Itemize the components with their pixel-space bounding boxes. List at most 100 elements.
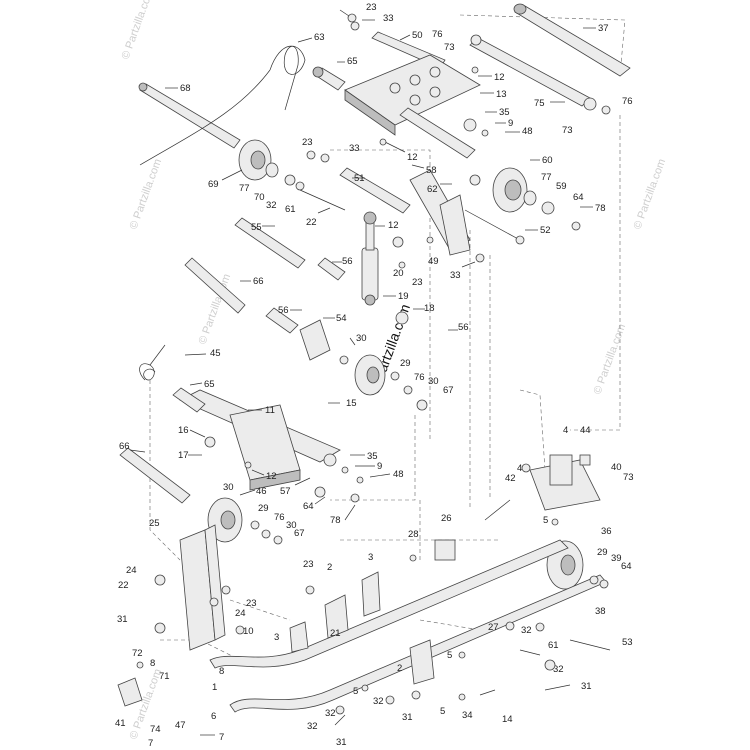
callout: 31 <box>402 712 413 723</box>
callout: 5 <box>353 686 358 697</box>
callout: 16 <box>178 425 189 436</box>
callout: 12 <box>388 220 399 231</box>
callout: 34 <box>462 710 473 721</box>
callout: 4 <box>563 425 568 436</box>
bracket-40 <box>529 454 601 511</box>
callout: 51 <box>354 173 365 184</box>
callout: 25 <box>149 518 160 529</box>
shaft-37 <box>513 3 631 77</box>
callout: 9 <box>508 118 513 129</box>
callout: 61 <box>285 204 296 215</box>
callout: 1 <box>212 682 217 693</box>
callout: 31 <box>581 681 592 692</box>
callout: 69 <box>208 179 219 190</box>
callout: 28 <box>408 529 419 540</box>
callout: 26 <box>441 513 452 524</box>
callout: 49 <box>428 256 439 267</box>
callout: 33 <box>383 13 394 24</box>
callouts: 23 33 50 76 73 37 63 65 12 13 68 75 76 7… <box>115 2 634 749</box>
callout: 76 <box>274 512 285 523</box>
callout: 45 <box>210 348 221 359</box>
callout: 48 <box>393 469 404 480</box>
wheel-69 <box>238 139 279 181</box>
callout: 6 <box>211 711 216 722</box>
callout: 32 <box>373 696 384 707</box>
callout: 5 <box>543 515 548 526</box>
callout: 74 <box>150 724 161 735</box>
callout: 13 <box>496 89 507 100</box>
callout: 54 <box>336 313 347 324</box>
callout: 5 <box>447 650 452 661</box>
bracket-26 <box>434 539 456 561</box>
bushing-65-mid <box>172 387 206 413</box>
callout: 17 <box>178 450 189 461</box>
callout: 23 <box>246 598 257 609</box>
callout: 24 <box>126 565 137 576</box>
callout: 29 <box>258 503 269 514</box>
shaft-75 <box>469 37 591 107</box>
shaft-51 <box>339 167 411 214</box>
callout: 73 <box>562 125 573 136</box>
callout: 12 <box>494 72 505 83</box>
callout: 56 <box>342 256 353 267</box>
callout: 7 <box>148 738 153 749</box>
callout: 21 <box>330 628 341 639</box>
bracket-3-upper <box>361 571 381 617</box>
callout: 31 <box>336 737 347 748</box>
callout: 66 <box>119 441 130 452</box>
callout: 75 <box>534 98 545 109</box>
callout: 61 <box>548 640 559 651</box>
callout: 8 <box>150 658 155 669</box>
callout: 50 <box>412 30 423 41</box>
callout: 22 <box>306 217 317 228</box>
callout: 67 <box>443 385 454 396</box>
callout: 30 <box>428 376 439 387</box>
callout: 32 <box>307 721 318 732</box>
callout: 63 <box>314 32 325 43</box>
callout: 23 <box>302 137 313 148</box>
callout: 76 <box>622 96 633 107</box>
callout: 36 <box>601 526 612 537</box>
watermark-left-top: © Partzilla.com <box>120 0 157 61</box>
callout: 65 <box>204 379 215 390</box>
callout: 27 <box>488 622 499 633</box>
dashed-guides <box>149 14 626 661</box>
watermark-right-top: © Partzilla.com <box>632 157 669 231</box>
callout: 30 <box>223 482 234 493</box>
callout: 64 <box>303 501 314 512</box>
callout: 38 <box>595 606 606 617</box>
callout: 56 <box>278 305 289 316</box>
shaft-66-mid <box>119 447 191 504</box>
callout: 2 <box>327 562 332 573</box>
callout: 31 <box>117 614 128 625</box>
callout: 68 <box>180 83 191 94</box>
callout: 77 <box>239 183 250 194</box>
bracket-25 <box>179 524 226 651</box>
bushing-56-b <box>265 307 299 334</box>
bracket-21 <box>324 594 349 639</box>
callout: 52 <box>540 225 551 236</box>
callout: 5 <box>440 706 445 717</box>
callout: 33 <box>349 143 360 154</box>
spring-45 <box>139 344 166 381</box>
watermark-left-lower: © Partzilla.com <box>128 157 165 231</box>
callout: 78 <box>330 515 341 526</box>
shaft-58 <box>399 107 476 159</box>
callout: 32 <box>521 625 532 636</box>
callout: 70 <box>254 192 265 203</box>
callout: 14 <box>502 714 513 725</box>
callout: 57 <box>280 486 291 497</box>
callout: 33 <box>450 270 461 281</box>
callout: 18 <box>424 303 435 314</box>
callout: 29 <box>400 358 411 369</box>
callout: 15 <box>346 398 357 409</box>
callout: 9 <box>377 461 382 472</box>
callout: 2 <box>397 663 402 674</box>
callout: 73 <box>623 472 634 483</box>
callout: 71 <box>159 671 170 682</box>
bolts <box>200 189 611 736</box>
callout: 64 <box>573 192 584 203</box>
callout: 41 <box>115 718 126 729</box>
wheel-60 <box>492 167 537 213</box>
